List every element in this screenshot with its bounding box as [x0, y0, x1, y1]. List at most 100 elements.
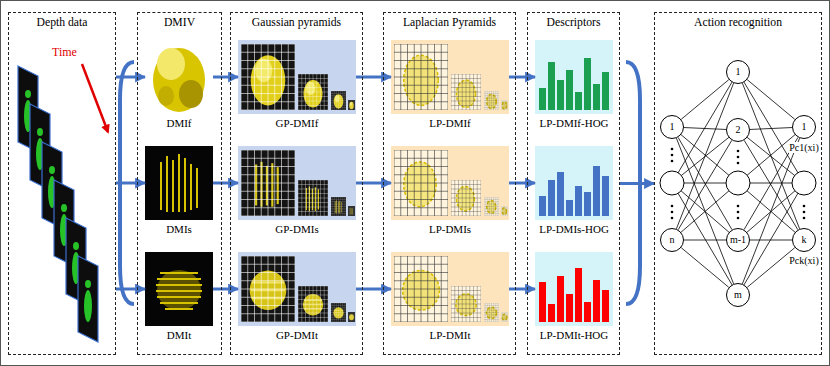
flow-arrow [116, 182, 145, 185]
dmi-images [178, 154, 180, 212]
flow-arrow [620, 182, 654, 185]
laplacian-pyramid [451, 74, 481, 110]
image-box: LP-DMIs [391, 146, 509, 220]
image-caption: DMIs [166, 223, 192, 235]
hog-histogram [575, 186, 582, 216]
hog-histogram [548, 304, 555, 322]
dmi-images [156, 284, 202, 286]
connection-line [684, 128, 726, 130]
dmi-images [157, 278, 201, 280]
image-caption: LP-DMIf [429, 117, 471, 129]
hog-histogram [557, 80, 564, 110]
dmi-images [157, 296, 201, 298]
hog-histogram [575, 92, 582, 110]
dmi-images [145, 48, 213, 326]
hog-histogram [566, 70, 573, 110]
connection-line [676, 138, 733, 284]
depth-frames [18, 66, 98, 342]
ellipsis-dots [803, 211, 806, 214]
flow-arrow [356, 288, 391, 291]
flow-arrow [116, 288, 145, 291]
flow-arrow [356, 182, 391, 185]
laplacian-pyramid [394, 256, 448, 322]
time-label: Time [52, 46, 77, 59]
hog-histogram [557, 276, 564, 322]
dmi-images [196, 168, 198, 208]
gaussian-pyramid [298, 180, 328, 216]
neuron-circle: m-1 [726, 228, 750, 252]
hog-histogram [557, 172, 564, 216]
ellipsis-dots [803, 217, 806, 220]
laplacian-pyramid [391, 252, 509, 326]
neuron-circle: k [792, 228, 816, 252]
image-box: DMIt [145, 252, 213, 326]
laplacian-pyramid [394, 150, 448, 216]
ellipsis-dots [737, 211, 740, 214]
panel-title: DMIV [138, 16, 221, 29]
dmi-images [160, 302, 198, 304]
image-box: LP-DMIf-HOG [535, 40, 613, 114]
connection-line [681, 248, 729, 288]
image-box: GP-DMIf [238, 40, 356, 114]
neuron-label: m-1 [730, 235, 746, 245]
flow-arrow [509, 182, 535, 185]
dmi-images [165, 308, 193, 310]
hog-histogram [593, 280, 600, 322]
blank-neuron [726, 171, 750, 195]
panel-title: Laplacian Pyramids [384, 16, 515, 29]
neuron-label: 1 [802, 122, 807, 132]
hog-histogram [539, 268, 609, 322]
neuron-circle: m [726, 283, 750, 307]
flow-arrow [509, 288, 535, 291]
ellipsis-dots [671, 205, 674, 208]
flow-arrow [509, 76, 535, 79]
image-caption: GP-DMIs [275, 223, 318, 235]
gaussian-pyramid [298, 286, 328, 322]
neuron-label: n [670, 235, 675, 245]
image-box: DMIs [145, 146, 213, 220]
hog-histogram [584, 58, 591, 110]
image-caption: GP-DMIt [276, 329, 318, 341]
depth-frames [61, 204, 67, 212]
image-box: LP-DMIt [391, 252, 509, 326]
hog-histogram [602, 290, 609, 322]
laplacian-pyramid [501, 206, 508, 216]
hog-histogram [593, 166, 600, 216]
hog-histogram [548, 180, 555, 216]
depth-frames [37, 128, 43, 136]
image-box: GP-DMIs [238, 146, 356, 220]
image-box: GP-DMIt [238, 252, 356, 326]
gaussian-pyramid [348, 206, 355, 216]
hog-histogram [602, 176, 609, 216]
connection-line [678, 137, 732, 229]
ellipsis-dots [671, 148, 674, 151]
laplacian-pyramid [451, 180, 481, 216]
neuron-circle: 1 [660, 115, 684, 139]
output-label: Pck(xi) [788, 255, 819, 266]
dashed-panel: Action recognition1n12m-1m1k [654, 12, 822, 355]
image-box: DMIf [145, 40, 213, 114]
dashed-panel: Gaussian pyramidsGP-DMIfGP-DMIsGP-DMIt [230, 12, 363, 355]
neuron-label: 2 [736, 125, 741, 135]
dashed-panel: Depth data [8, 12, 116, 355]
ellipsis-dots [671, 211, 674, 214]
ellipsis-dots [671, 160, 674, 163]
flow-arrow [213, 76, 238, 79]
panel-title: Gaussian pyramids [231, 16, 362, 29]
laplacian-pyramid [391, 146, 509, 220]
gaussian-pyramid [241, 44, 295, 110]
blank-neuron [792, 171, 816, 195]
connection-line [747, 248, 795, 288]
laplacian-pyramid [391, 252, 509, 326]
blank-neuron [660, 171, 684, 195]
dmi-images [160, 272, 198, 274]
connection-line [750, 240, 792, 241]
depth-frames [73, 242, 79, 250]
image-box: LP-DMIt-HOG [535, 252, 613, 326]
blank-neuron [660, 171, 816, 195]
dmi-images [190, 164, 192, 210]
dmi-images [179, 80, 203, 108]
ellipsis-dots [737, 162, 740, 165]
hog-histogram [539, 88, 546, 110]
